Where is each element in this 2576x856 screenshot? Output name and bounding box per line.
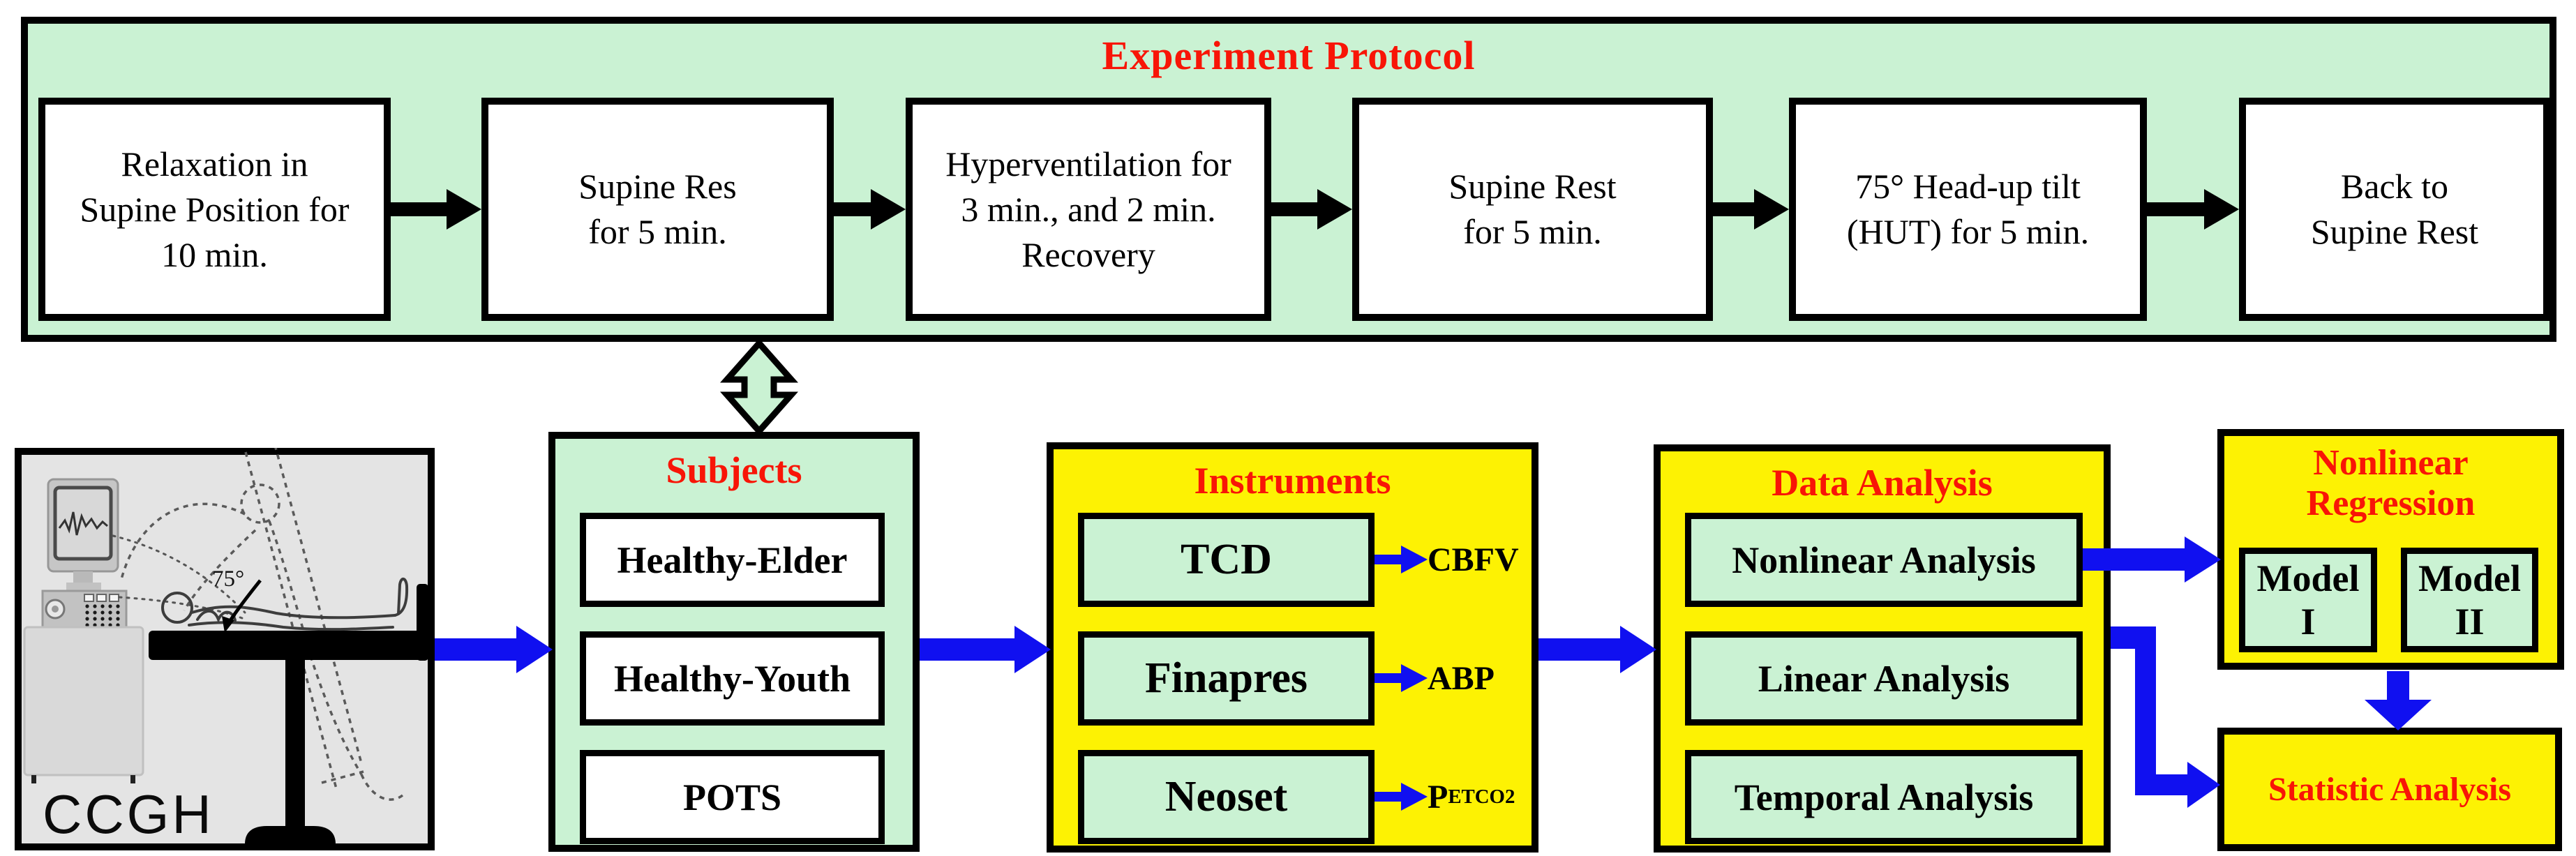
arrow-regression-to-statistic [2365, 671, 2432, 730]
ecg-monitor-icon [47, 478, 119, 591]
instrument-tcd: TCD [1078, 513, 1375, 607]
model-ii-box: Model II [2401, 548, 2538, 652]
patient-supine-outline [161, 578, 409, 631]
ecg-trace [58, 511, 108, 536]
protocol-step-hyperventilation: Hyperventilation for 3 min., and 2 min. … [906, 98, 1271, 321]
petco2-subscript: ETCO [1448, 786, 1505, 808]
model-i-box: Model I [2239, 548, 2377, 652]
arrow-data-analysis-to-statistic [2111, 626, 2220, 808]
method-nonlinear-analysis: Nonlinear Analysis [1685, 513, 2083, 607]
tilt-angle-label: 75° [212, 566, 244, 592]
subjects-panel: Subjects Healthy-Elder Healthy-Youth POT… [548, 432, 920, 852]
lab-photo-panel: 75° CCGH [15, 448, 435, 850]
data-analysis-panel: Data Analysis Nonlinear Analysis Linear … [1654, 444, 2111, 853]
nonlinear-regression-title: Nonlinear Regression [2306, 443, 2476, 524]
nonlinear-regression-panel: Nonlinear Regression Model I Model II [2217, 429, 2564, 670]
protocol-step-supine-rest-1: Supine Res for 5 min. [481, 98, 834, 321]
experiment-protocol-title: Experiment Protocol [1102, 33, 1476, 78]
protocol-step-relaxation: Relaxation in Supine Position for 10 min… [38, 98, 391, 321]
data-analysis-title: Data Analysis [1772, 462, 1993, 504]
statistic-analysis-panel: Statistic Analysis [2217, 728, 2562, 851]
instruments-title: Instruments [1194, 460, 1391, 502]
tilt-table [149, 584, 428, 844]
petco2-base: P [1428, 779, 1448, 816]
tilt-arc-arrowhead [222, 616, 234, 633]
protocol-step-supine-rest-2: Supine Rest for 5 min. [1352, 98, 1713, 321]
subject-group-pots: POTS [580, 750, 885, 844]
keypad-device-icon [41, 590, 128, 629]
statistic-analysis-label: Statistic Analysis [2268, 771, 2512, 808]
protocol-step-head-up-tilt: 75° Head-up tilt (HUT) for 5 min. [1789, 98, 2147, 321]
petco2-subsubscript: 2 [1504, 786, 1515, 808]
method-linear-analysis: Linear Analysis [1685, 631, 2083, 726]
subjects-title: Subjects [666, 449, 802, 491]
signal-cbfv: CBFV [1428, 541, 1519, 578]
arrow-instruments-to-data-analysis [1538, 626, 1656, 673]
equipment-cart-icon [23, 626, 144, 783]
signal-abp: ABP [1428, 660, 1495, 697]
instrument-finapres: Finapres [1078, 631, 1375, 726]
protocol-step-back-to-supine: Back to Supine Rest [2239, 98, 2550, 321]
arrow-lab-to-subjects [435, 626, 553, 673]
instrument-neoset: Neoset [1078, 750, 1375, 844]
instruments-panel: Instruments TCD Finapres Neoset CBFV ABP… [1047, 442, 1538, 853]
ccgh-caption: CCGH [43, 783, 214, 845]
method-temporal-analysis: Temporal Analysis [1685, 750, 2083, 844]
arrow-protocol-subjects [720, 338, 798, 436]
patient-tilted-outline [119, 448, 404, 801]
subject-group-healthy-youth: Healthy-Youth [580, 631, 885, 726]
experiment-protocol-panel: Experiment Protocol Relaxation in Supine… [21, 17, 2556, 342]
subject-group-healthy-elder: Healthy-Elder [580, 513, 885, 607]
tilt-table-illustration: 75° CCGH [23, 448, 428, 845]
arrow-subjects-to-instruments [920, 626, 1051, 673]
